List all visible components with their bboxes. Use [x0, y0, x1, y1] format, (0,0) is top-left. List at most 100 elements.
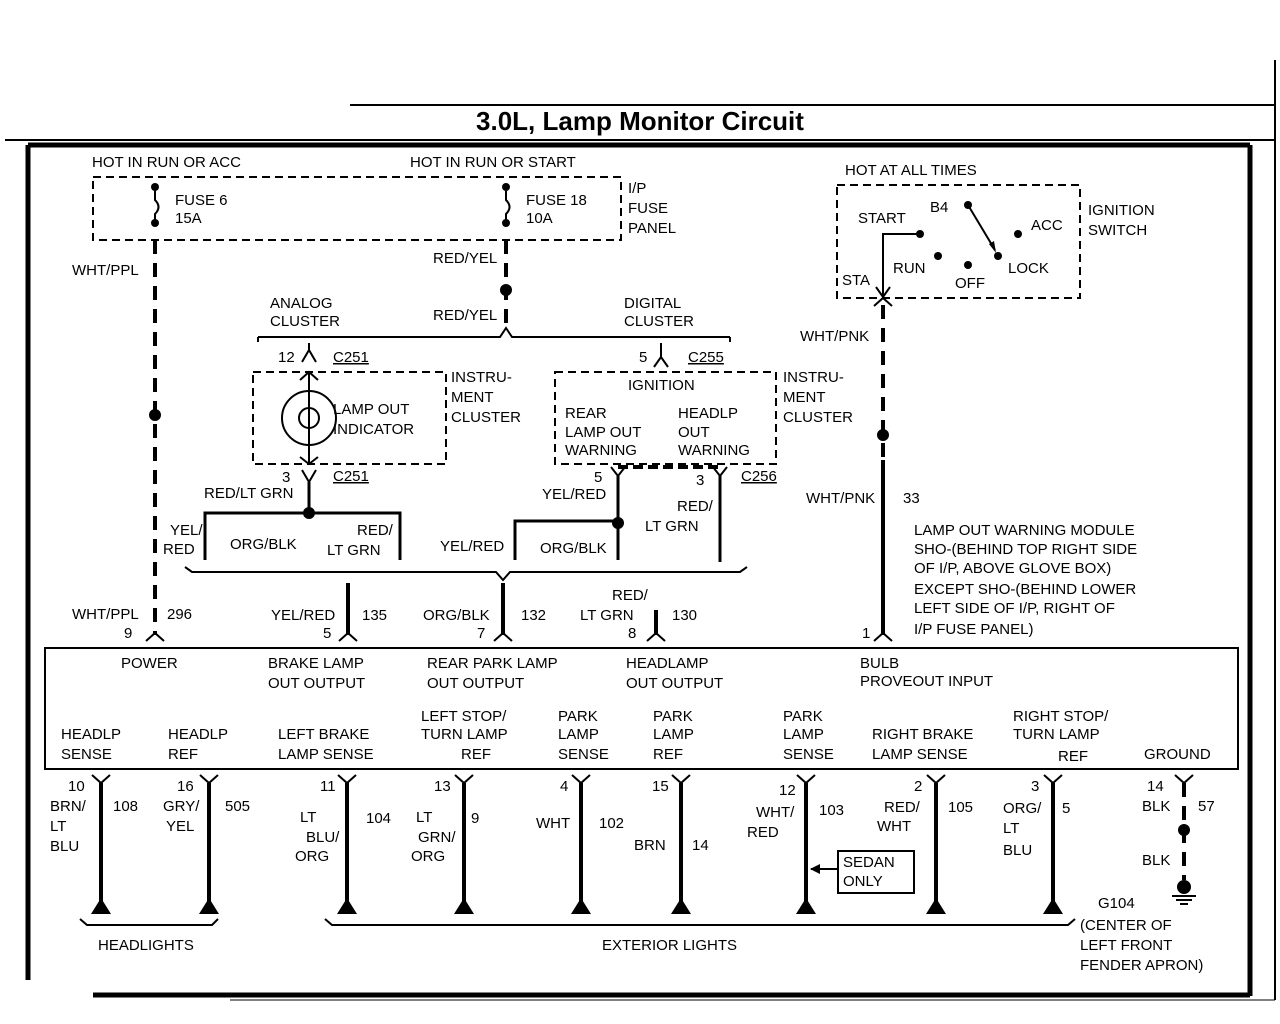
- wire-label-org-blk-b: ORG/BLK: [540, 540, 607, 557]
- ign-b4-label: B4: [930, 199, 948, 216]
- wire-label-red-lt-grn: RED/LT GRN: [204, 485, 293, 502]
- circuit-296: 296: [167, 606, 192, 623]
- wire-label-red-slash-module: RED/: [612, 587, 649, 604]
- pin16-color-1: GRY/: [163, 798, 200, 815]
- pin11-number: 11: [320, 778, 336, 795]
- wire-label-red: RED: [163, 541, 195, 558]
- ground-id: G104: [1098, 895, 1135, 912]
- pin13-label-2: REF: [461, 746, 491, 763]
- pin3-label-2: REF: [1058, 748, 1088, 765]
- pin11-label-2: LAMP SENSE: [278, 746, 374, 763]
- digital-cluster-label-2: CLUSTER: [624, 313, 694, 330]
- fuse6-rating: 15A: [175, 210, 202, 227]
- pin12-label-2: SENSE: [783, 746, 834, 763]
- group-exterior-label: EXTERIOR LIGHTS: [602, 937, 737, 954]
- headlp-out-label-2: OUT: [678, 424, 710, 441]
- analog-cluster: 12 C251 LAMP OUT INDICATOR INSTRU- MENT …: [252, 343, 521, 486]
- pin12-number: 12: [779, 782, 796, 799]
- wire-label-lt-grn-module: LT GRN: [580, 607, 634, 624]
- pin11-color-3: ORG: [295, 848, 329, 865]
- pin10-circuit: 108: [113, 798, 138, 815]
- pin3-circuit: 5: [1062, 800, 1070, 817]
- fuse-panel: HOT IN RUN OR ACC HOT IN RUN OR START FU…: [92, 154, 676, 241]
- pin4-number: 4: [560, 778, 568, 795]
- hot-all-times-label: HOT AT ALL TIMES: [845, 162, 977, 179]
- wire-label-lt-grn-b: LT GRN: [645, 518, 699, 535]
- pin-2: 2 RED/ WHT 105: [877, 778, 973, 835]
- pin16-label-2: REF: [168, 746, 198, 763]
- pin15-label-2: REF: [653, 746, 683, 763]
- group-headlights-label: HEADLIGHTS: [98, 937, 194, 954]
- module-pin-7: 7: [477, 625, 485, 642]
- module-bulb-label-1: BULB: [860, 655, 899, 672]
- pin-12: 12 WHT/ RED 103: [747, 782, 844, 841]
- pin16-number: 16: [177, 778, 194, 795]
- circuit-33: 33: [903, 490, 920, 507]
- digital-pin-top: 5: [639, 349, 647, 366]
- ign-start-label: START: [858, 210, 906, 227]
- analog-pin-bottom: 3: [282, 469, 290, 486]
- wire-label-red-yel: RED/YEL: [433, 307, 497, 324]
- analog-conn-top: C251: [333, 349, 369, 366]
- digital-side-label-3: CLUSTER: [783, 409, 853, 426]
- lamp-out-indicator-label-1: LAMP OUT: [333, 401, 409, 418]
- wire-label-red-yel-top: RED/YEL: [433, 250, 497, 267]
- pin13-label-0: LEFT STOP/: [421, 708, 507, 725]
- pin13-label-1: TURN LAMP: [421, 726, 508, 743]
- pin13-color-1: LT: [416, 809, 432, 826]
- ign-off-label: OFF: [955, 275, 985, 292]
- module-rear-park-label-1: REAR PARK LAMP: [427, 655, 558, 672]
- pin15-circuit: 14: [692, 837, 709, 854]
- module-pin-8: 8: [628, 625, 636, 642]
- module-location-note: LAMP OUT WARNING MODULE SHO-(BEHIND TOP …: [914, 522, 1137, 638]
- wire-label-wht-ppl: WHT/PPL: [72, 606, 139, 623]
- hot-run-acc-label: HOT IN RUN OR ACC: [92, 154, 241, 171]
- digital-side-label-2: MENT: [783, 389, 826, 406]
- module-note-5: LEFT SIDE OF I/P, RIGHT OF: [914, 600, 1115, 617]
- pin12-color-2: RED: [747, 824, 779, 841]
- module-pin-1: 1: [862, 625, 870, 642]
- pin12-color-1: WHT/: [756, 804, 795, 821]
- digital-pin-left: 5: [594, 469, 602, 486]
- wire-label-yel-red-digital: YEL/RED: [542, 486, 606, 503]
- module-power-label: POWER: [121, 655, 178, 672]
- analog-side-label-3: CLUSTER: [451, 409, 521, 426]
- pin-16: 16 GRY/ YEL 505: [163, 778, 250, 835]
- module-pin-5: 5: [323, 625, 331, 642]
- digital-ignition-label: IGNITION: [628, 377, 695, 394]
- wire-label-org-blk-a: ORG/BLK: [230, 536, 297, 553]
- pin3-label-1: TURN LAMP: [1013, 726, 1100, 743]
- wire-label-lt-grn-a: LT GRN: [327, 542, 381, 559]
- wire-label-red-slash-a: RED/: [357, 522, 394, 539]
- wire-label-yel-red-module: YEL/RED: [271, 607, 335, 624]
- fuse-panel-label-1: I/P: [628, 180, 646, 197]
- pin14-number: 14: [1147, 778, 1164, 795]
- fuse18-name: FUSE 18: [526, 192, 587, 209]
- pin16-color-2: YEL: [166, 818, 194, 835]
- pin10-label-2: SENSE: [61, 746, 112, 763]
- pin16-label-1: HEADLP: [168, 726, 228, 743]
- pin-3: 3 ORG/ LT BLU 5: [1003, 778, 1070, 859]
- wire-label-wht-pnk: WHT/PNK: [806, 490, 875, 507]
- pin3-color-3: BLU: [1003, 842, 1032, 859]
- circuit-135: 135: [362, 607, 387, 624]
- pin12-circuit: 103: [819, 802, 844, 819]
- circuit-132: 132: [521, 607, 546, 624]
- digital-conn-bottom: C256: [741, 468, 777, 485]
- analog-side-label-2: MENT: [451, 389, 494, 406]
- pin4-label-0: PARK: [558, 708, 598, 725]
- module-note-1: LAMP OUT WARNING MODULE: [914, 522, 1135, 539]
- module-brake-label-1: BRAKE LAMP: [268, 655, 364, 672]
- sedan-only-note: SEDAN ONLY: [810, 850, 915, 894]
- wire-label-wht-ppl-top: WHT/PPL: [72, 262, 139, 279]
- pin11-color-2: BLU/: [306, 829, 340, 846]
- pin3-color-1: ORG/: [1003, 800, 1042, 817]
- wire-label-yel-slash: YEL/: [170, 522, 203, 539]
- pin2-circuit: 105: [948, 799, 973, 816]
- module-note-4: EXCEPT SHO-(BEHIND LOWER: [914, 581, 1136, 598]
- module-note-3: OF I/P, ABOVE GLOVE BOX): [914, 560, 1111, 577]
- wire-label-wht-pnk-top: WHT/PNK: [800, 328, 869, 345]
- pin3-color-2: LT: [1003, 820, 1019, 837]
- pin-4: 4 WHT 102: [536, 778, 624, 832]
